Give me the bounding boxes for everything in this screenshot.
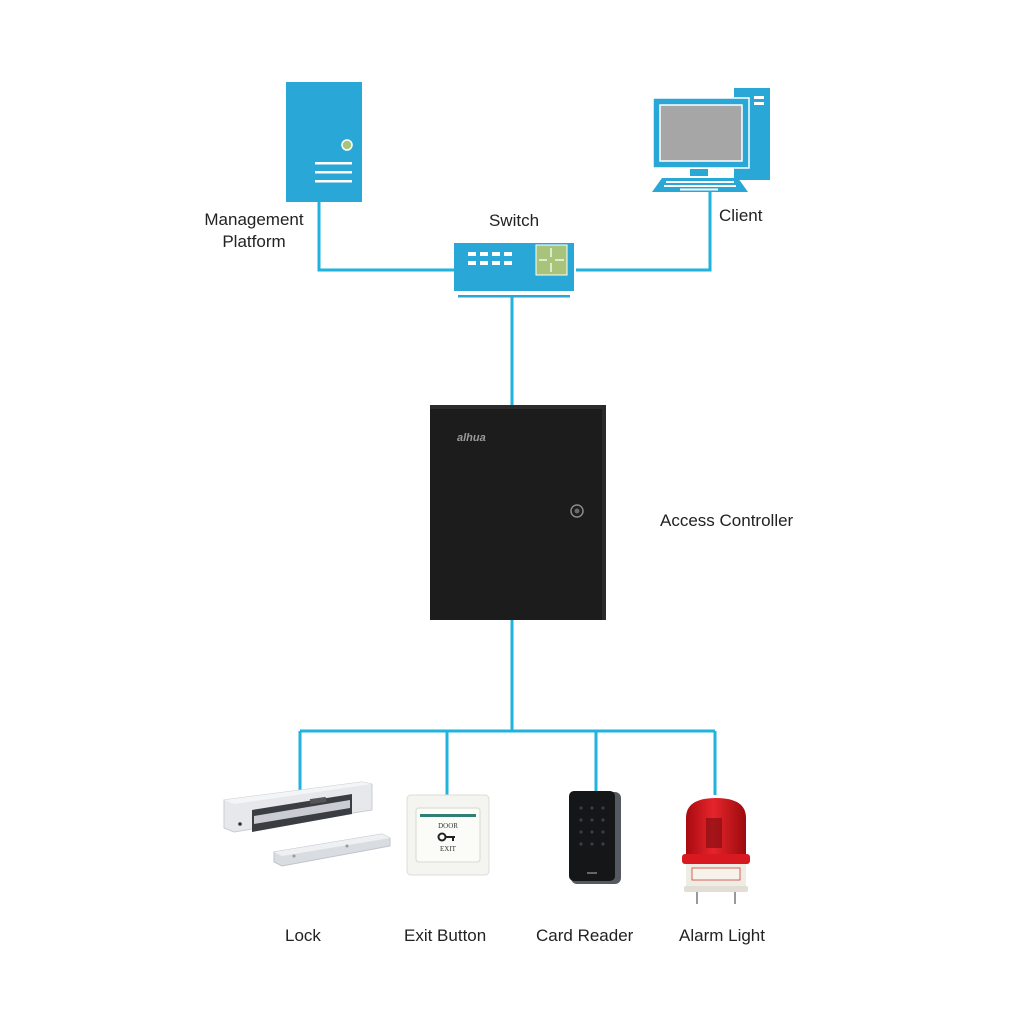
access-controller-node[interactable]: alhua [430,405,606,620]
client-node[interactable] [650,86,772,194]
lock-label: Lock [285,926,321,945]
alarm-light-node[interactable] [680,794,752,906]
door-text: DOOR [438,822,458,830]
network-switch-icon [454,243,574,298]
management-platform-label: Management Platform [186,209,322,253]
desktop-computer-icon [652,88,770,192]
keypad-key-1 [579,806,583,810]
exit-button-label: Exit Button [404,926,487,945]
card-reader-node[interactable] [567,790,623,886]
exit-button-image: DOOR EXIT [406,794,490,876]
keypad-key-5 [590,818,594,822]
server-node[interactable] [286,82,362,202]
exit-text: EXIT [440,845,457,853]
exit-button-node[interactable]: DOOR EXIT [406,794,490,876]
keypad-key-0 [590,842,594,846]
card-reader-image [569,791,621,884]
switch-node[interactable] [454,243,578,299]
alarm-light-image [682,798,750,904]
keyhole-icon [570,504,584,518]
access-controller-box: alhua [430,405,606,620]
keypad-key-9 [601,830,605,834]
switch-label: Switch [488,211,540,230]
keypad-key-* [579,842,583,846]
card-reader-label: Card Reader [536,926,634,945]
alarm-light-label: Alarm Light [679,926,765,945]
wire-client-to-switch [576,190,712,272]
keypad-key-2 [590,806,594,810]
keypad-key-4 [579,818,583,822]
management-platform-label-line1: Management [204,210,304,229]
management-platform-label-line2: Platform [222,232,286,251]
wire-platform-to-switch [317,200,458,272]
key-icon [437,832,455,842]
magnetic-lock-image [223,781,391,867]
keypad-key-# [601,842,605,846]
access-controller-label: Access Controller [660,511,794,530]
lock-node[interactable] [222,780,392,870]
brand-logo: alhua [457,432,486,444]
keypad-key-8 [590,830,594,834]
client-label: Client [719,206,763,225]
keypad-key-7 [579,830,583,834]
keypad-key-6 [601,818,605,822]
server-icon [286,82,362,202]
keypad-key-3 [601,806,605,810]
